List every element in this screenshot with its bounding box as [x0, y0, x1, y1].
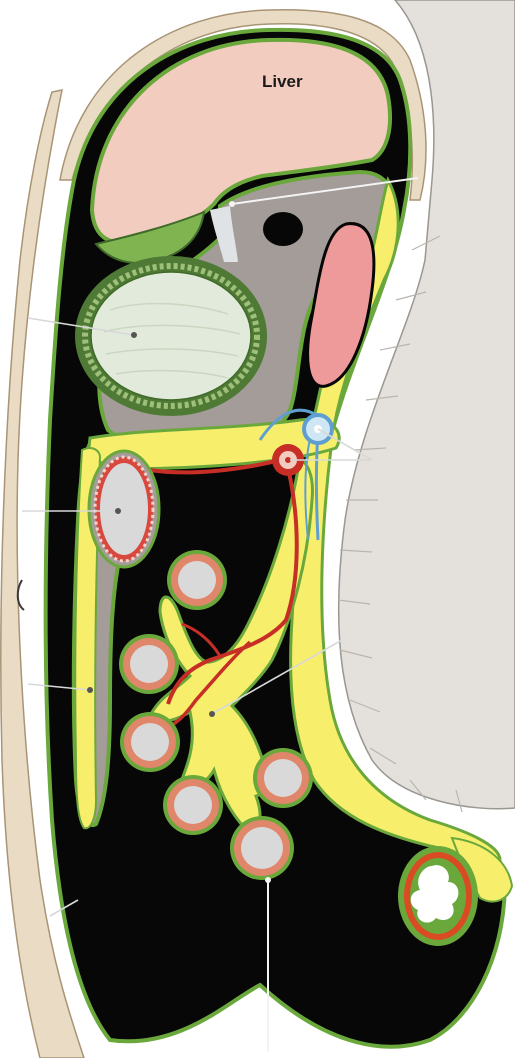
intestine-loop: [253, 748, 313, 808]
liver-label: Liver: [262, 72, 303, 91]
leader-intestine-dot: [265, 877, 271, 883]
intestine-loop: [119, 634, 179, 694]
intestine-loop: [120, 712, 180, 772]
transverse-colon-lumen: [100, 463, 148, 555]
stomach-lumen: [91, 272, 251, 400]
intestine-loop: [167, 550, 227, 610]
intestine-loop: [163, 775, 223, 835]
leader-greater-omentum-dot: [87, 687, 93, 693]
intestine-loop: [230, 816, 294, 880]
leader-transverse-colon-dot: [115, 508, 121, 514]
leader-stomach-dot: [131, 332, 137, 338]
caudate-lobe-dark: [263, 212, 303, 246]
vein-branch: [317, 432, 319, 540]
leader-mesentery-dot: [209, 711, 215, 717]
